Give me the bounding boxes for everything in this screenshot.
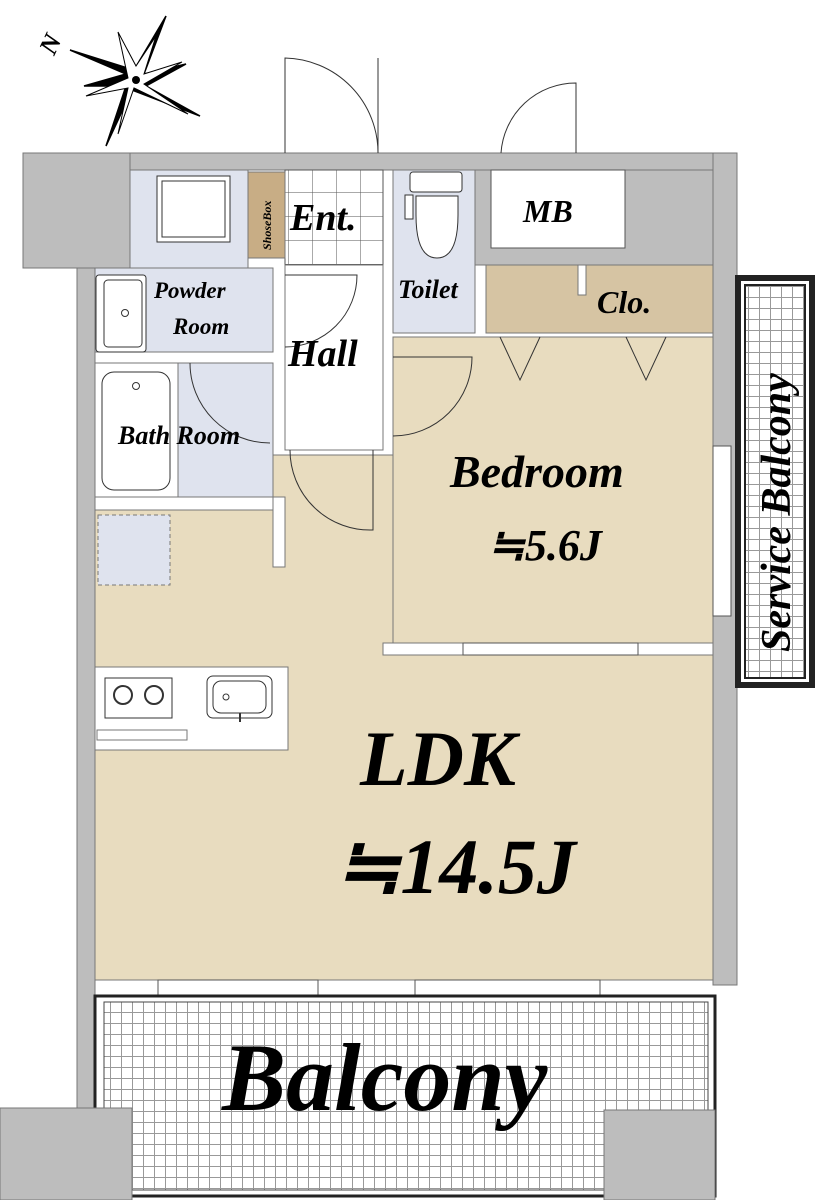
balcony <box>0 979 717 1200</box>
bathtub-icon <box>101 371 171 491</box>
hall-area <box>284 264 384 451</box>
powder-room-label-2: Room <box>172 314 229 339</box>
bedroom-label: Bedroom <box>449 446 624 497</box>
powder-room-label-1: Powder <box>153 278 227 303</box>
north-label: N <box>33 28 68 59</box>
ldk-label: LDK <box>359 715 521 802</box>
washbasin-icon <box>95 274 147 353</box>
kitchen-counter <box>94 666 289 751</box>
meter-box <box>490 169 626 249</box>
closet-area <box>485 264 714 334</box>
bedroom-area <box>392 336 714 644</box>
toilet-label: Toilet <box>398 275 458 304</box>
ldk-size: ≒14.5J <box>335 823 579 910</box>
sink-icon <box>206 675 273 722</box>
bath-room-label: Bath Room <box>117 421 240 450</box>
compass-rose-icon <box>69 15 201 147</box>
fridge-space <box>97 514 171 586</box>
toilet-fixture-icon <box>404 171 463 259</box>
service-balcony-label: Service Balcony <box>754 373 800 652</box>
balcony-label: Balcony <box>221 1024 548 1131</box>
service-balcony <box>735 275 815 688</box>
bedroom-size: ≒5.6J <box>488 521 604 570</box>
shoe-box <box>247 171 286 259</box>
closet-label: Clo. <box>597 284 651 320</box>
shoe-box-label: ShoseBox <box>260 201 274 250</box>
meter-box-label: MB <box>522 193 573 229</box>
hall-label: Hall <box>287 333 358 375</box>
entrance-label: Ent. <box>289 197 357 239</box>
stove-icon <box>104 677 173 719</box>
